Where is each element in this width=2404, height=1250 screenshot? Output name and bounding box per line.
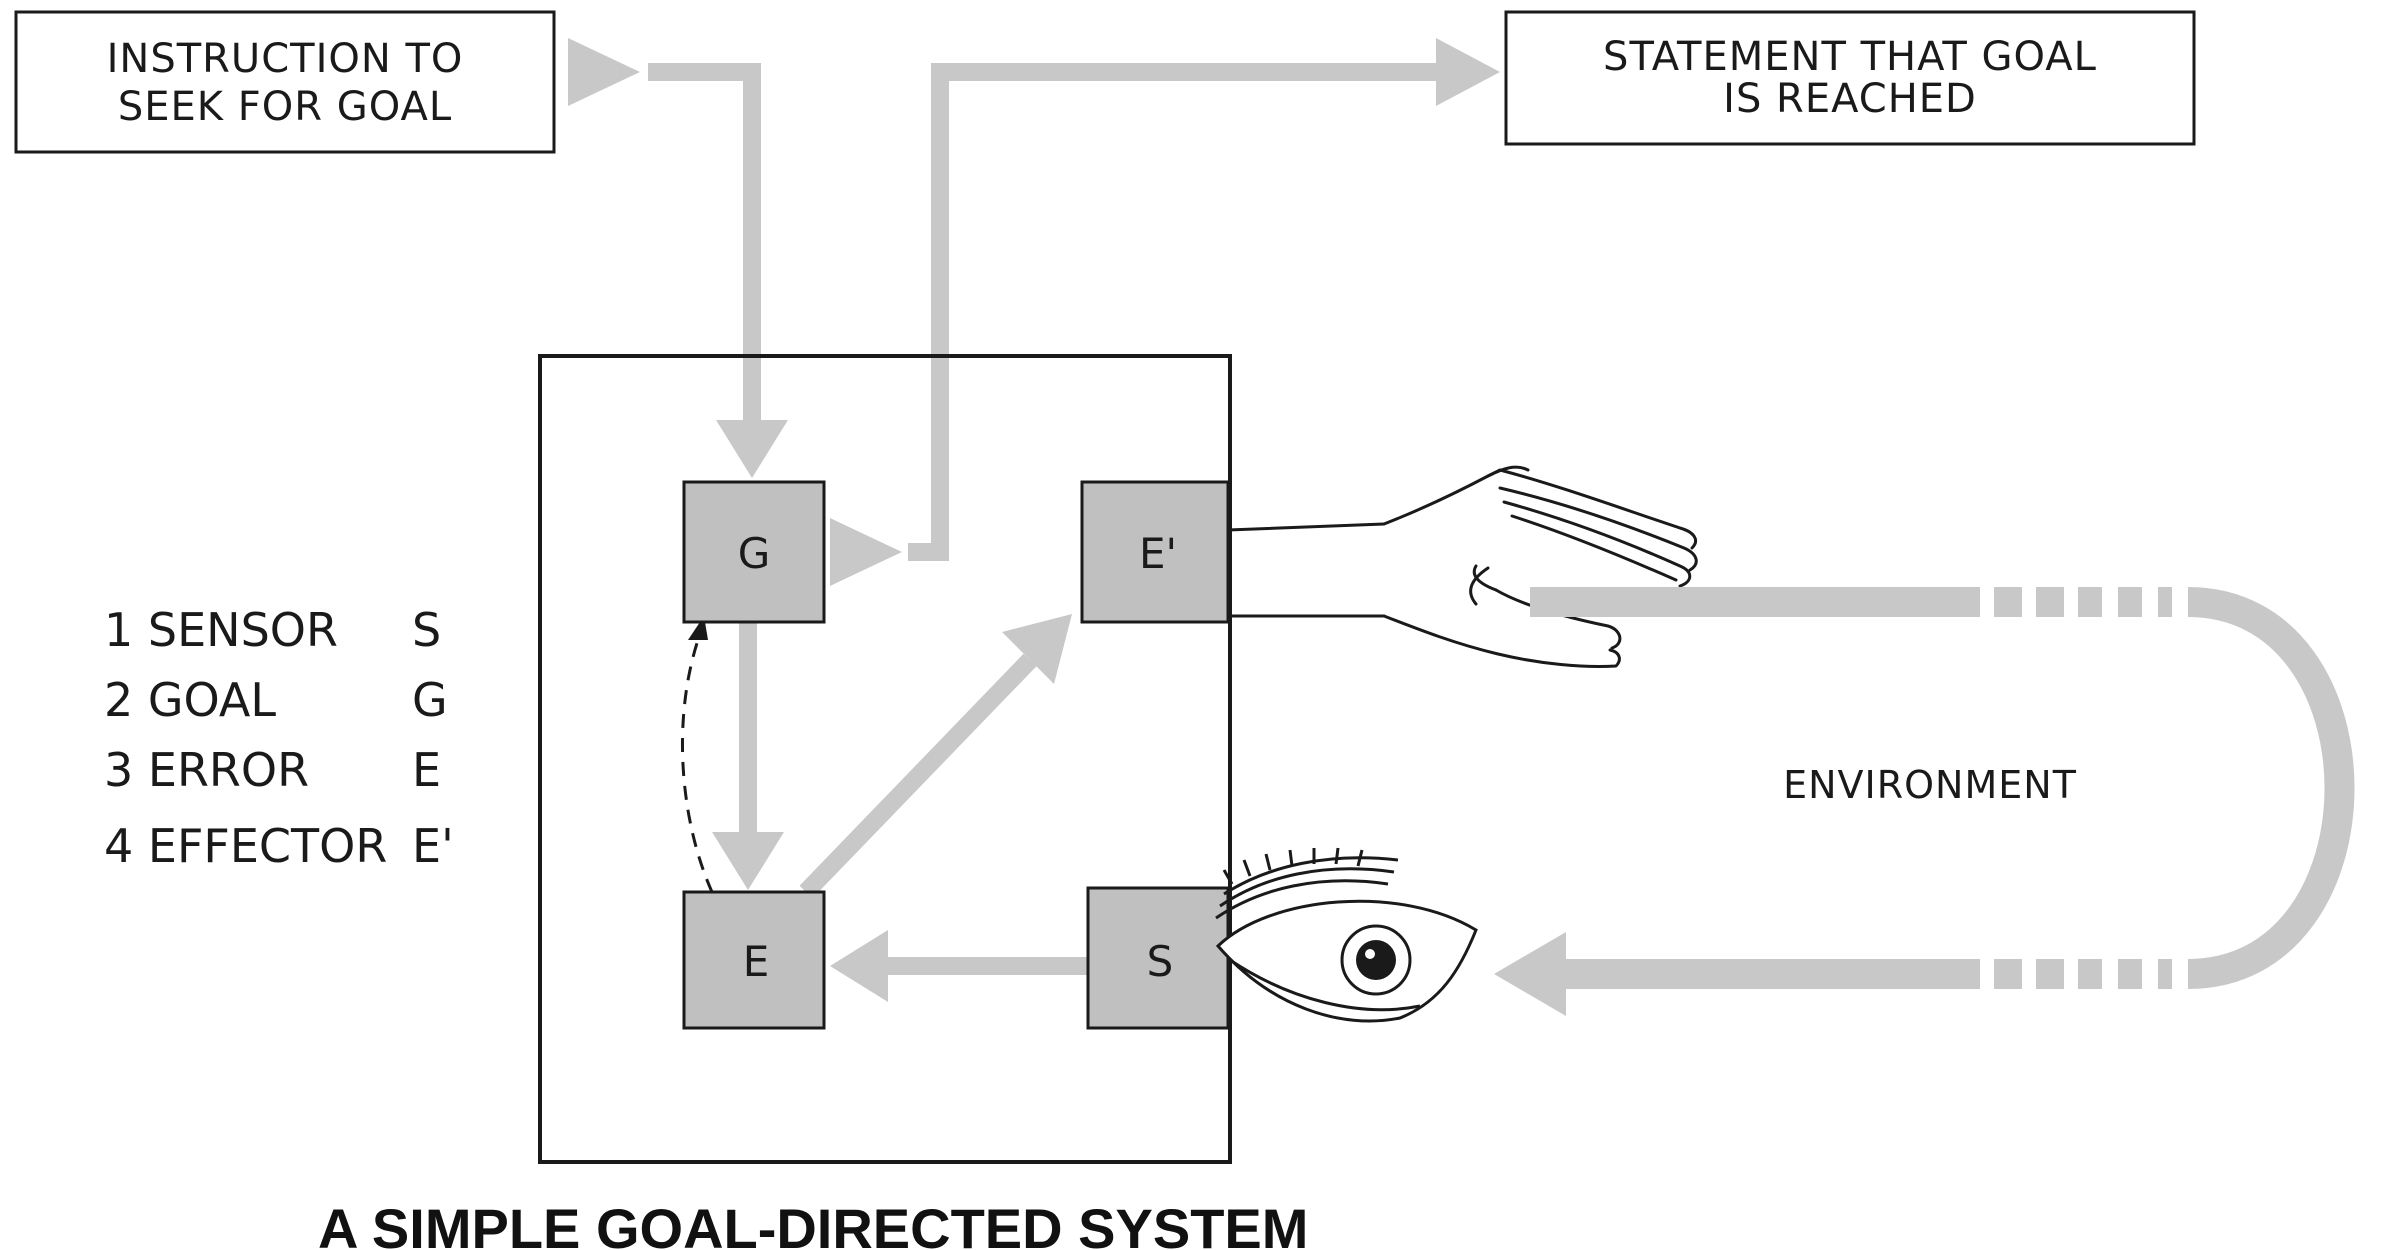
statement-box: STATEMENT THAT GOAL IS REACHED [1504, 10, 2196, 146]
node-goal: G [682, 480, 826, 624]
legend-label-4: 4 EFFECTOR [104, 819, 387, 873]
environment-loop [1494, 587, 2355, 1016]
node-sensor-label: S [1147, 937, 1174, 986]
statement-line-2: IS REACHED [1723, 76, 1977, 122]
legend-code-1: S [412, 603, 441, 657]
hand-icon [1226, 465, 1698, 668]
legend-label-3: 3 ERROR [104, 743, 309, 797]
arrow-sensor-to-error [830, 930, 1088, 1002]
legend-code-4: E' [412, 819, 454, 873]
node-error-label: E [743, 937, 770, 986]
arrow-error-to-effector [799, 614, 1072, 899]
legend-code-3: E [412, 743, 441, 797]
instruction-line-1: INSTRUCTION TO [107, 36, 464, 82]
legend-label-2: 2 GOAL [104, 673, 276, 727]
node-goal-label: G [738, 529, 771, 578]
legend-label-1: 1 SENSOR [104, 603, 338, 657]
node-effector-label: E' [1139, 529, 1177, 578]
eye-icon [1215, 847, 1478, 1023]
system-box [538, 354, 1232, 1164]
dashed-feedback-arrow [680, 616, 714, 893]
node-sensor: S [1086, 886, 1230, 1030]
node-effector: E' [1080, 480, 1230, 624]
statement-line-1: STATEMENT THAT GOAL [1603, 34, 2097, 80]
arrow-instruction-to-goal [568, 38, 788, 478]
arrow-goal-to-error [712, 622, 784, 890]
instruction-line-2: SEEK FOR GOAL [118, 84, 452, 130]
node-error: E [682, 890, 826, 1030]
diagram-caption: A SIMPLE GOAL-DIRECTED SYSTEM [318, 1197, 1308, 1250]
environment-label: ENVIRONMENT [1783, 763, 2077, 807]
legend: 1 SENSOR S 2 GOAL G 3 ERROR E 4 EFFECTOR… [104, 603, 454, 873]
arrow-goal-to-statement [830, 38, 1500, 586]
instruction-box: INSTRUCTION TO SEEK FOR GOAL [14, 10, 556, 154]
legend-code-2: G [412, 673, 448, 727]
